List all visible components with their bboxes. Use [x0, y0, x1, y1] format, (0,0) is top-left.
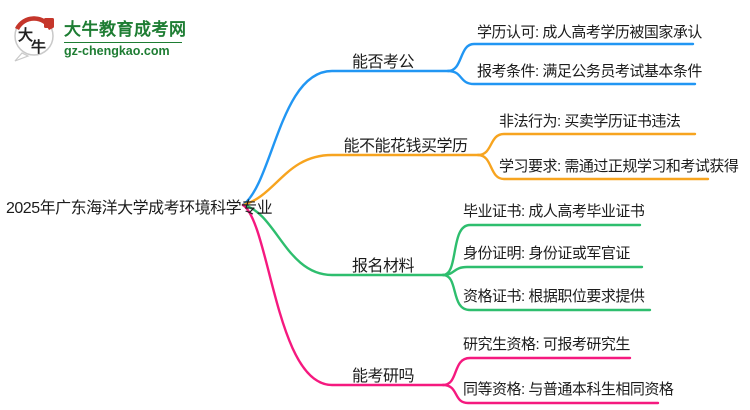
branch3-child2-underline: [441, 265, 644, 277]
branch1-child1-underline: [446, 42, 695, 73]
branch2-child2-underline: [476, 153, 710, 181]
branch3-child3-underline: [441, 273, 652, 312]
branch4-label: 能考研吗: [351, 368, 415, 385]
branch4-curve: [241, 203, 445, 387]
logo-seal-stamp: [44, 18, 54, 28]
branch3-child2: 身份证明: 身份证或军官证: [463, 245, 630, 262]
brand-divider: [64, 41, 182, 43]
branch1-label: 能否考公: [351, 54, 415, 71]
branch2-curve: [241, 153, 480, 207]
branch1-child2: 报考条件: 满足公务员考试基本条件: [477, 63, 702, 80]
branch2-child2: 学习要求: 需通过正规学习和考试获得: [499, 158, 739, 175]
branch2-child1: 非法行为: 买卖学历证书违法: [499, 113, 681, 130]
branch4-child2-underline: [441, 383, 660, 405]
branch3-child1-underline: [441, 223, 642, 277]
logo-char-2: 牛: [31, 38, 46, 56]
branch3-curve: [241, 203, 445, 277]
branch1-curve: [241, 69, 450, 207]
branch2-label: 能不能花钱买学历: [343, 138, 468, 155]
branch3-child1: 毕业证书: 成人高考毕业证书: [463, 203, 645, 220]
logo-char-1: 大: [18, 26, 33, 44]
branch4-child2: 同等资格: 与普通本科生相同资格: [463, 381, 674, 398]
branch2-child1-underline: [476, 132, 697, 157]
branch4-child1: 研究生资格: 可报考研究生: [463, 336, 630, 353]
logo-bubble-tail: [14, 52, 30, 62]
brand-text-block: 大牛教育成考网 gz-chengkao.com: [64, 15, 187, 58]
branch1-child2-underline: [446, 69, 697, 86]
branch3-child3: 资格证书: 根据职位要求提供: [463, 288, 645, 305]
bull-logo-icon: 大 牛: [14, 16, 54, 62]
brand-name: 大牛教育成考网: [64, 19, 187, 39]
branch3-label: 报名材料: [351, 258, 415, 275]
branch4-child1-underline: [441, 356, 632, 387]
brand-logo: 大 牛 大牛教育成考网 gz-chengkao.com: [10, 10, 187, 62]
branch1-child1: 学历认可: 成人高考学历被国家承认: [477, 24, 702, 41]
root-topic: 2025年广东海洋大学成考环境科学专业: [6, 200, 273, 217]
brand-url: gz-chengkao.com: [64, 43, 170, 58]
